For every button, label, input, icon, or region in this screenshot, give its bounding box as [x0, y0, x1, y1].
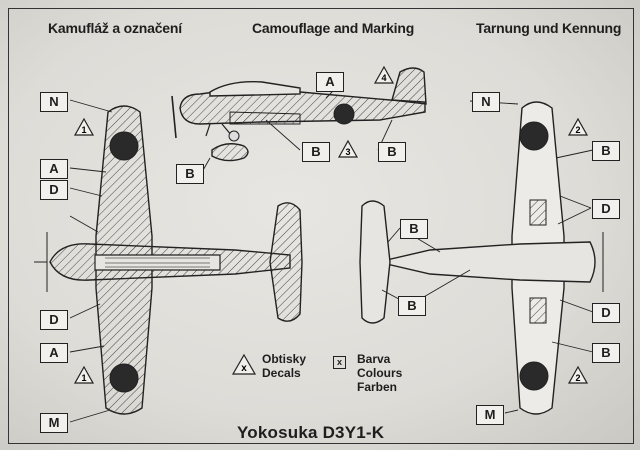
- callout-d-right-2: D: [592, 303, 620, 323]
- header-english: Camouflage and Marking: [252, 20, 415, 36]
- legend-decals-line2: Decals: [262, 366, 301, 380]
- header-czech: Kamufláž a označení: [48, 20, 182, 36]
- legend-colours-line2: Colours: [357, 366, 403, 380]
- callout-d-left-1: D: [40, 180, 68, 200]
- decal-marker-4: 4: [373, 65, 395, 84]
- callout-d-left-2: D: [40, 310, 68, 330]
- callout-a-left-2: A: [40, 343, 68, 363]
- legend-decals: Obtisky Decals: [262, 352, 306, 380]
- svg-text:2: 2: [575, 373, 580, 383]
- svg-text:3: 3: [345, 147, 350, 157]
- callout-d-right-1: D: [592, 199, 620, 219]
- callout-b-side-3: B: [176, 164, 204, 184]
- hinomaru-lower-left: [519, 121, 549, 151]
- decal-marker-2-top: 2: [567, 117, 589, 136]
- callout-n-right: N: [472, 92, 500, 112]
- callout-b-under-2: B: [398, 296, 426, 316]
- callout-b-right-2: B: [592, 343, 620, 363]
- side-view-canopy: [209, 81, 301, 97]
- svg-text:x: x: [241, 363, 247, 374]
- top-view-tailplane: [269, 202, 303, 322]
- legend-decal-triangle: x: [231, 353, 257, 375]
- callout-b-under-1: B: [400, 219, 428, 239]
- bottom-view-fuselage: [377, 241, 596, 283]
- side-view-droptank: [211, 143, 249, 162]
- hinomaru-upper-left: [109, 131, 139, 161]
- decal-marker-3: 3: [337, 139, 359, 158]
- callout-b-side-1: B: [302, 142, 330, 162]
- decal-marker-1-bottom: 1: [73, 365, 95, 384]
- callout-n-left: N: [40, 92, 68, 112]
- legend-colour-box: x: [333, 356, 346, 369]
- callout-m-left: M: [40, 413, 68, 433]
- callout-a-side: A: [316, 72, 344, 92]
- bottom-view-aircraft: [359, 101, 604, 415]
- hinomaru-upper-right: [109, 363, 139, 393]
- callout-a-left-1: A: [40, 159, 68, 179]
- aircraft-caption: Yokosuka D3Y1-K: [237, 423, 385, 442]
- decal-marker-2-bottom: 2: [567, 365, 589, 384]
- svg-text:1: 1: [81, 373, 86, 383]
- svg-text:2: 2: [575, 125, 580, 135]
- sheet-border: [8, 8, 634, 444]
- side-view-fin: [391, 67, 427, 105]
- legend-colours-line1: Barva: [357, 352, 391, 366]
- hinomaru-lower-right: [519, 361, 549, 391]
- side-view-aircraft: [171, 67, 427, 162]
- legend-colours-line3: Farben: [357, 380, 398, 394]
- top-view-canopy: [94, 254, 221, 271]
- bottom-view-tailplane: [359, 200, 391, 324]
- top-view-aircraft: [34, 105, 303, 415]
- svg-text:1: 1: [81, 125, 86, 135]
- callout-b-right-1: B: [592, 141, 620, 161]
- decal-marker-1-top: 1: [73, 117, 95, 136]
- legend-decals-line1: Obtisky: [262, 352, 307, 366]
- legend-colours: Barva Colours Farben: [357, 352, 402, 394]
- side-view-wing: [229, 111, 301, 125]
- svg-text:4: 4: [381, 73, 386, 83]
- callout-m-right: M: [476, 405, 504, 425]
- callout-b-side-2: B: [378, 142, 406, 162]
- hinomaru-fuselage: [333, 103, 355, 125]
- header-german: Tarnung und Kennung: [476, 20, 622, 36]
